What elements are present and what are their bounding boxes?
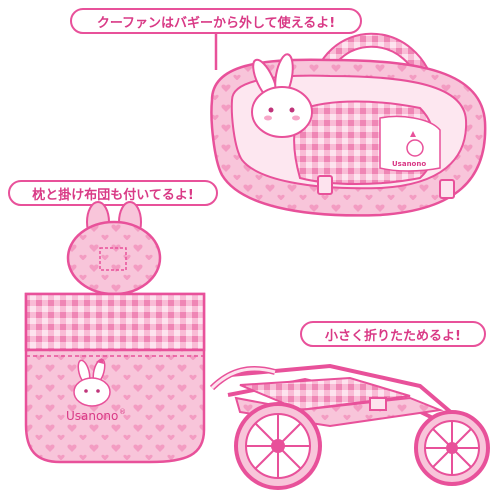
pillow	[66, 201, 162, 296]
rear-wheel-icon	[234, 402, 322, 490]
bassinet-logo: Usanono	[392, 160, 426, 168]
blanket: Usanono ®	[24, 292, 206, 464]
front-wheel-icon	[414, 410, 490, 486]
pillow-blanket-callout: 枕と掛け布団も付いてるよ!	[8, 180, 218, 206]
bunny-face-icon	[251, 86, 313, 138]
logo-registered-mark: ®	[119, 408, 126, 416]
folding-callout-text: 小さく折りたためるよ!	[325, 328, 461, 344]
folding-callout: 小さく折りたためるよ!	[300, 321, 486, 347]
folded-buggy	[209, 363, 490, 490]
bassinet-callout-text: クーファンはバギーから外して使えるよ!	[96, 15, 336, 31]
pillow-blanket-callout-text: 枕と掛け布団も付いてるよ!	[32, 187, 194, 203]
bassinet-callout: クーファンはバギーから外して使えるよ!	[70, 8, 362, 34]
bassinet: Usanono	[210, 32, 487, 217]
bunny-emblem-icon	[73, 377, 111, 407]
blanket-logo: Usanono	[66, 409, 118, 423]
